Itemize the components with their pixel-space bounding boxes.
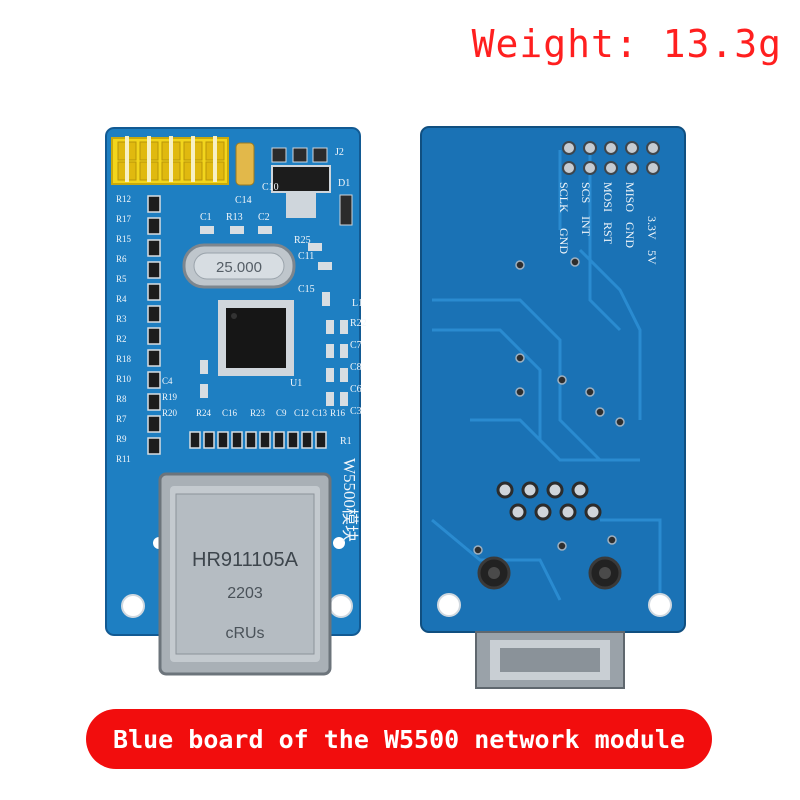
caption-banner: Blue board of the W5500 network module xyxy=(86,709,712,769)
pin-label: RST xyxy=(601,222,615,245)
pin-label: INT xyxy=(579,216,593,237)
label-l1: L1 xyxy=(352,298,363,309)
left-label: R10 xyxy=(116,374,132,384)
ul-mark: cRUs xyxy=(225,625,264,642)
pcb-traces xyxy=(431,150,662,601)
rj45-pegs xyxy=(477,556,622,590)
label-c14: C14 xyxy=(235,195,252,206)
jack-model: HR911105A xyxy=(192,549,299,571)
left-label: R3 xyxy=(116,314,127,324)
lower-label: C16 xyxy=(222,408,238,418)
left-label: R7 xyxy=(116,414,127,424)
rj45-back-body xyxy=(475,631,625,689)
lower-label: C4 xyxy=(162,376,173,386)
label-c1: C1 xyxy=(200,212,212,223)
header-pads xyxy=(562,141,660,175)
lower-label: R16 xyxy=(330,408,346,418)
left-column-labels: R12 R17 R15 R6 R5 R4 R3 R2 R18 R10 R8 R7… xyxy=(116,194,132,464)
pin-header xyxy=(111,136,229,185)
front-silkscreen: C1 R13 C2 C14 C10 J2 D1 R25 C11 C15 U1 L… xyxy=(200,147,367,447)
back-board: SCLK GND SCS INT MOSI RST MISO GND 3.3V … xyxy=(420,126,686,689)
pin-label: 3.3V xyxy=(645,216,659,240)
smd-components xyxy=(200,226,348,406)
pin-label: GND xyxy=(557,228,571,254)
label-c11: C11 xyxy=(298,251,314,262)
left-label: R4 xyxy=(116,294,127,304)
pin-label: MISO xyxy=(623,182,637,212)
lower-label: C12 xyxy=(294,408,309,418)
label-c7: C7 xyxy=(350,340,362,351)
pin-label: MOSI xyxy=(601,182,615,212)
front-board: 25.000 xyxy=(105,127,367,676)
label-c3: C3 xyxy=(350,406,362,417)
lower-row-labels: C4 R19 R20 R24 C16 R23 C9 C12 C13 R16 xyxy=(162,376,346,418)
left-label: R8 xyxy=(116,394,127,404)
label-r1: R1 xyxy=(340,436,352,447)
lower-label: R23 xyxy=(250,408,266,418)
lower-label: R24 xyxy=(196,408,212,418)
left-label: R9 xyxy=(116,434,127,444)
resistor-row xyxy=(189,431,327,449)
left-label: R6 xyxy=(116,254,127,264)
weight-label: Weight: 13.3g xyxy=(471,22,782,66)
pin-label: GND xyxy=(623,222,637,248)
pin-label: SCS xyxy=(579,182,593,203)
left-label: R11 xyxy=(116,454,131,464)
left-label: R2 xyxy=(116,334,127,344)
label-c2: C2 xyxy=(258,212,270,223)
left-label: R18 xyxy=(116,354,132,364)
crystal-oscillator: 25.000 xyxy=(182,243,296,289)
front-mounting-holes xyxy=(121,537,353,618)
label-c8: C8 xyxy=(350,362,362,373)
resistor-column xyxy=(147,195,161,455)
vias xyxy=(473,257,625,555)
label-c10: C10 xyxy=(262,182,279,193)
lower-label: C9 xyxy=(276,408,287,418)
label-c15: C15 xyxy=(298,284,315,295)
product-photo: 25.000 xyxy=(105,126,686,689)
label-d1: D1 xyxy=(338,178,350,189)
left-label: R12 xyxy=(116,194,131,204)
lower-label: C13 xyxy=(312,408,328,418)
power-components xyxy=(235,142,353,226)
label-j2: J2 xyxy=(335,147,344,158)
module-label: W5500模块 xyxy=(340,458,359,542)
label-r22: R22 xyxy=(350,318,367,329)
left-label: R5 xyxy=(116,274,127,284)
pin-labels: SCLK GND SCS INT MOSI RST MISO GND 3.3V … xyxy=(557,182,659,265)
w5500-chip xyxy=(218,300,294,376)
pin-label: SCLK xyxy=(557,182,571,213)
crystal-label: 25.000 xyxy=(216,259,262,276)
left-label: R15 xyxy=(116,234,132,244)
back-mounting-holes xyxy=(437,593,672,617)
label-r25: R25 xyxy=(294,235,311,246)
rj45-jack: HR911105A 2203 cRUs xyxy=(158,472,332,676)
jack-code: 2203 xyxy=(227,585,263,602)
pin-label: 5V xyxy=(645,250,659,265)
left-label: R17 xyxy=(116,214,132,224)
lower-label: R19 xyxy=(162,392,178,402)
lower-label: R20 xyxy=(162,408,178,418)
label-u1: U1 xyxy=(290,378,302,389)
label-c6: C6 xyxy=(350,384,362,395)
label-r13: R13 xyxy=(226,212,243,223)
rj45-pads xyxy=(496,481,602,521)
caption-text: Blue board of the W5500 network module xyxy=(113,724,685,754)
